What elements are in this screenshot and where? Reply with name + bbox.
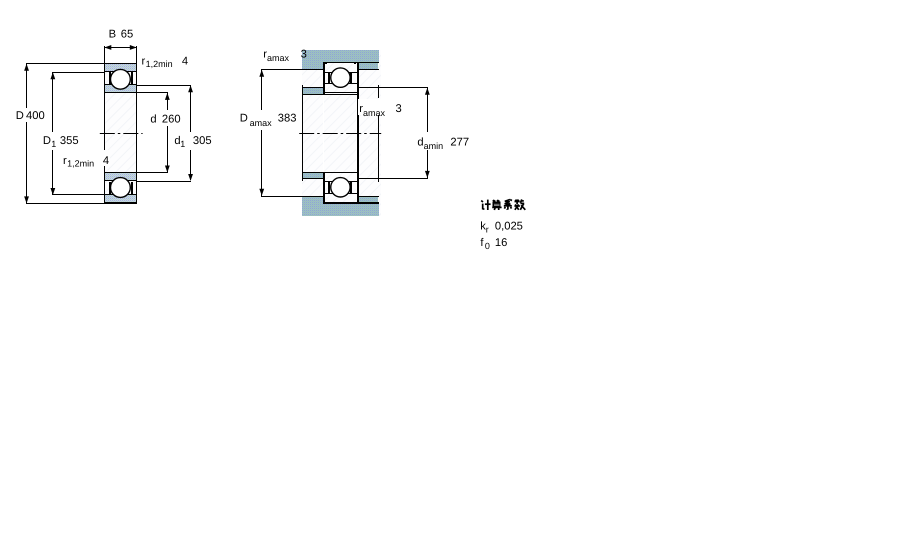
svg-text:4: 4 <box>182 55 188 67</box>
svg-text:amin: amin <box>424 141 444 151</box>
svg-text:D: D <box>240 112 248 124</box>
svg-text:305: 305 <box>193 135 212 147</box>
svg-text:r: r <box>63 155 67 167</box>
svg-text:r: r <box>486 224 489 234</box>
svg-text:1: 1 <box>180 139 185 149</box>
svg-text:16: 16 <box>495 237 507 249</box>
svg-text:r: r <box>142 55 146 67</box>
svg-text:260: 260 <box>162 113 181 125</box>
svg-text:4: 4 <box>103 155 109 167</box>
svg-text:r: r <box>359 103 363 115</box>
svg-text:f: f <box>480 237 484 249</box>
svg-text:1: 1 <box>51 139 56 149</box>
svg-text:amax: amax <box>250 118 273 128</box>
svg-text:3: 3 <box>396 103 402 115</box>
svg-text:1,2min: 1,2min <box>67 159 94 169</box>
svg-text:amax: amax <box>267 53 290 63</box>
svg-text:B: B <box>109 28 116 40</box>
svg-text:d: d <box>150 113 156 125</box>
svg-text:D: D <box>16 110 24 122</box>
svg-text:k: k <box>480 221 486 233</box>
svg-text:d: d <box>174 135 180 147</box>
svg-text:400: 400 <box>26 110 45 122</box>
svg-text:0,025: 0,025 <box>495 221 523 233</box>
svg-text:r: r <box>263 49 267 61</box>
svg-text:65: 65 <box>121 28 133 40</box>
svg-text:D: D <box>43 135 51 147</box>
svg-text:d: d <box>417 136 423 148</box>
svg-text:277: 277 <box>450 136 469 148</box>
svg-text:383: 383 <box>278 112 297 124</box>
svg-text:amax: amax <box>363 108 386 118</box>
svg-text:0: 0 <box>485 241 490 251</box>
svg-text:355: 355 <box>60 135 79 147</box>
svg-text:1,2min: 1,2min <box>146 59 173 69</box>
svg-text:3: 3 <box>301 49 307 61</box>
